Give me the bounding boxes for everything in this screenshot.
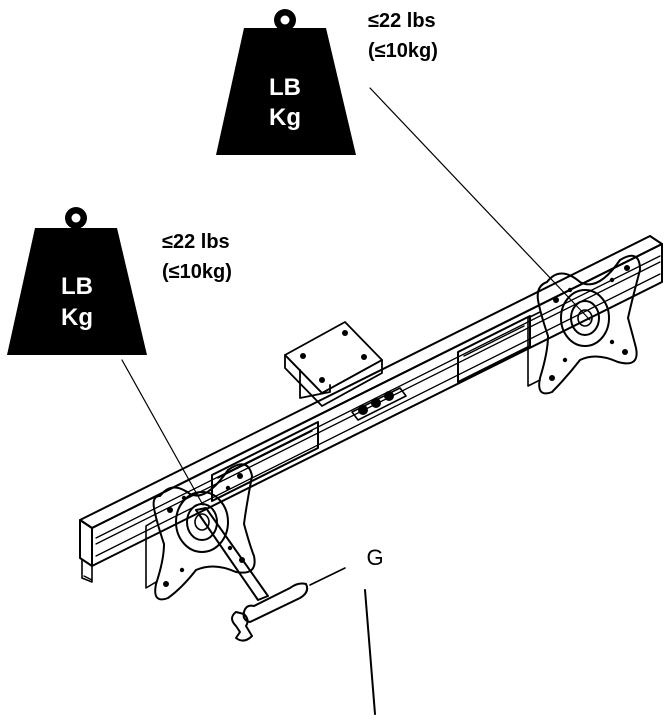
right-vesa-plate	[527, 254, 641, 395]
weight-unit-kg: Kg	[61, 304, 93, 331]
callout-label-g: G	[366, 545, 383, 570]
weight-limit-lbs: ≤22 lbs	[368, 10, 436, 32]
weight-limit-lbs: ≤22 lbs	[162, 231, 230, 253]
weight-limit-kg: (≤10kg)	[162, 261, 232, 283]
wrench-icon	[195, 507, 309, 642]
weight-unit-lb: LB	[61, 273, 93, 300]
weight-icon: LB Kg	[216, 9, 356, 155]
weight-icon: LB Kg	[7, 207, 147, 355]
weight-unit-lb: LB	[269, 74, 301, 101]
leader-line	[369, 87, 591, 321]
callout-leader-short	[309, 567, 346, 586]
leader-line	[121, 359, 204, 506]
mounting-rail	[79, 235, 663, 583]
center-mount-plate	[284, 321, 383, 407]
weight-unit-kg: Kg	[269, 104, 301, 131]
weight-limit-kg: (≤10kg)	[368, 40, 438, 62]
callout-leader-long	[364, 589, 376, 715]
